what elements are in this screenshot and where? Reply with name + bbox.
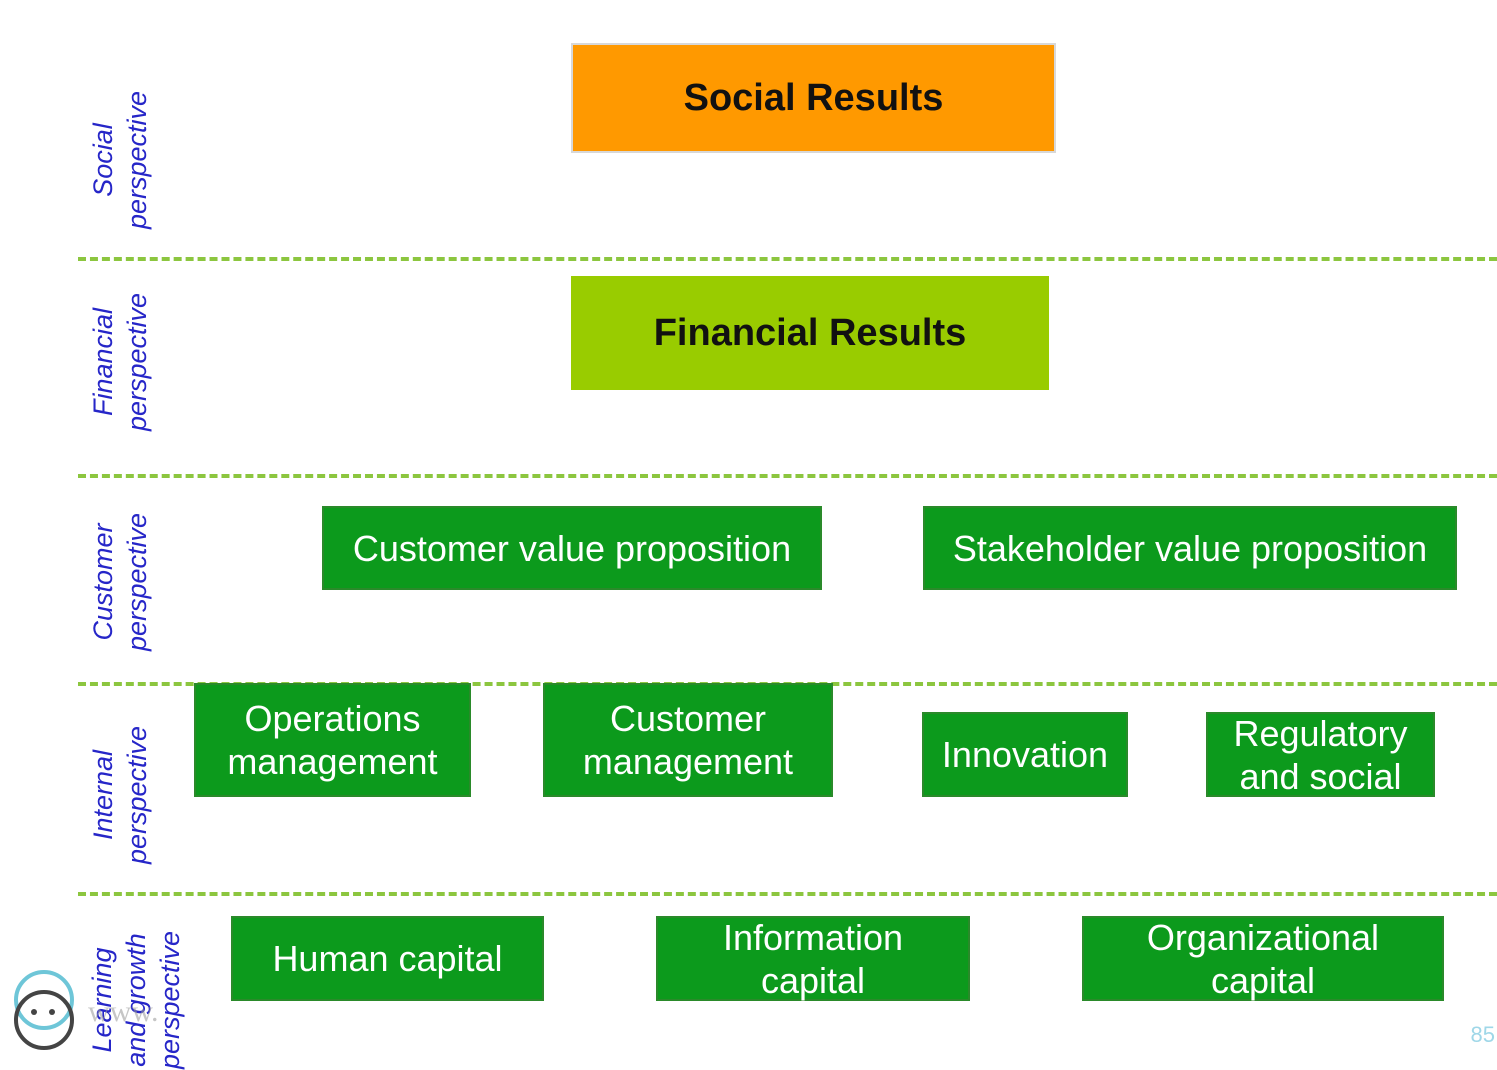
stakeholder-value-proposition-text: Stakeholder value proposition [952,527,1428,569]
social-results-box: Social Results [571,43,1056,153]
social-perspective-label: Social perspective [88,90,152,230]
innovation-text: Innovation [941,734,1109,775]
internal-perspective-label: Internal perspective [88,725,152,865]
divider-social-financial [78,257,1497,261]
watermark-logo-icon [14,970,74,1050]
customer-management-text: Customer management [582,698,794,782]
social-results-text: Social Results [683,76,944,119]
information-capital-box: Information capital [656,916,970,1001]
operations-management-box: Operations management [194,683,471,797]
divider-internal-learning [78,892,1497,896]
divider-financial-customer [78,474,1497,478]
financial-perspective-label: Financial perspective [88,292,152,432]
customer-management-box: Customer management [543,683,833,797]
customer-value-proposition-text: Customer value proposition [352,527,792,569]
operations-management-text: Operations management [227,698,438,782]
information-capital-text: Information capital [722,916,904,1001]
organizational-capital-text: Organizational capital [1146,916,1380,1001]
financial-results-box: Financial Results [571,276,1049,390]
regulatory-and-social-text: Regulatory and social [1233,712,1408,797]
watermark-text: www. [88,995,159,1028]
financial-results-text: Financial Results [653,311,967,354]
customer-value-proposition-box: Customer value proposition [322,506,822,590]
page-number: 85 [1470,1022,1495,1047]
regulatory-and-social-box: Regulatory and social [1206,712,1435,797]
human-capital-box: Human capital [231,916,544,1001]
customer-perspective-label: Customer perspective [88,512,152,652]
organizational-capital-box: Organizational capital [1082,916,1444,1001]
innovation-box: Innovation [922,712,1128,797]
stakeholder-value-proposition-box: Stakeholder value proposition [923,506,1457,590]
human-capital-text: Human capital [272,938,503,979]
